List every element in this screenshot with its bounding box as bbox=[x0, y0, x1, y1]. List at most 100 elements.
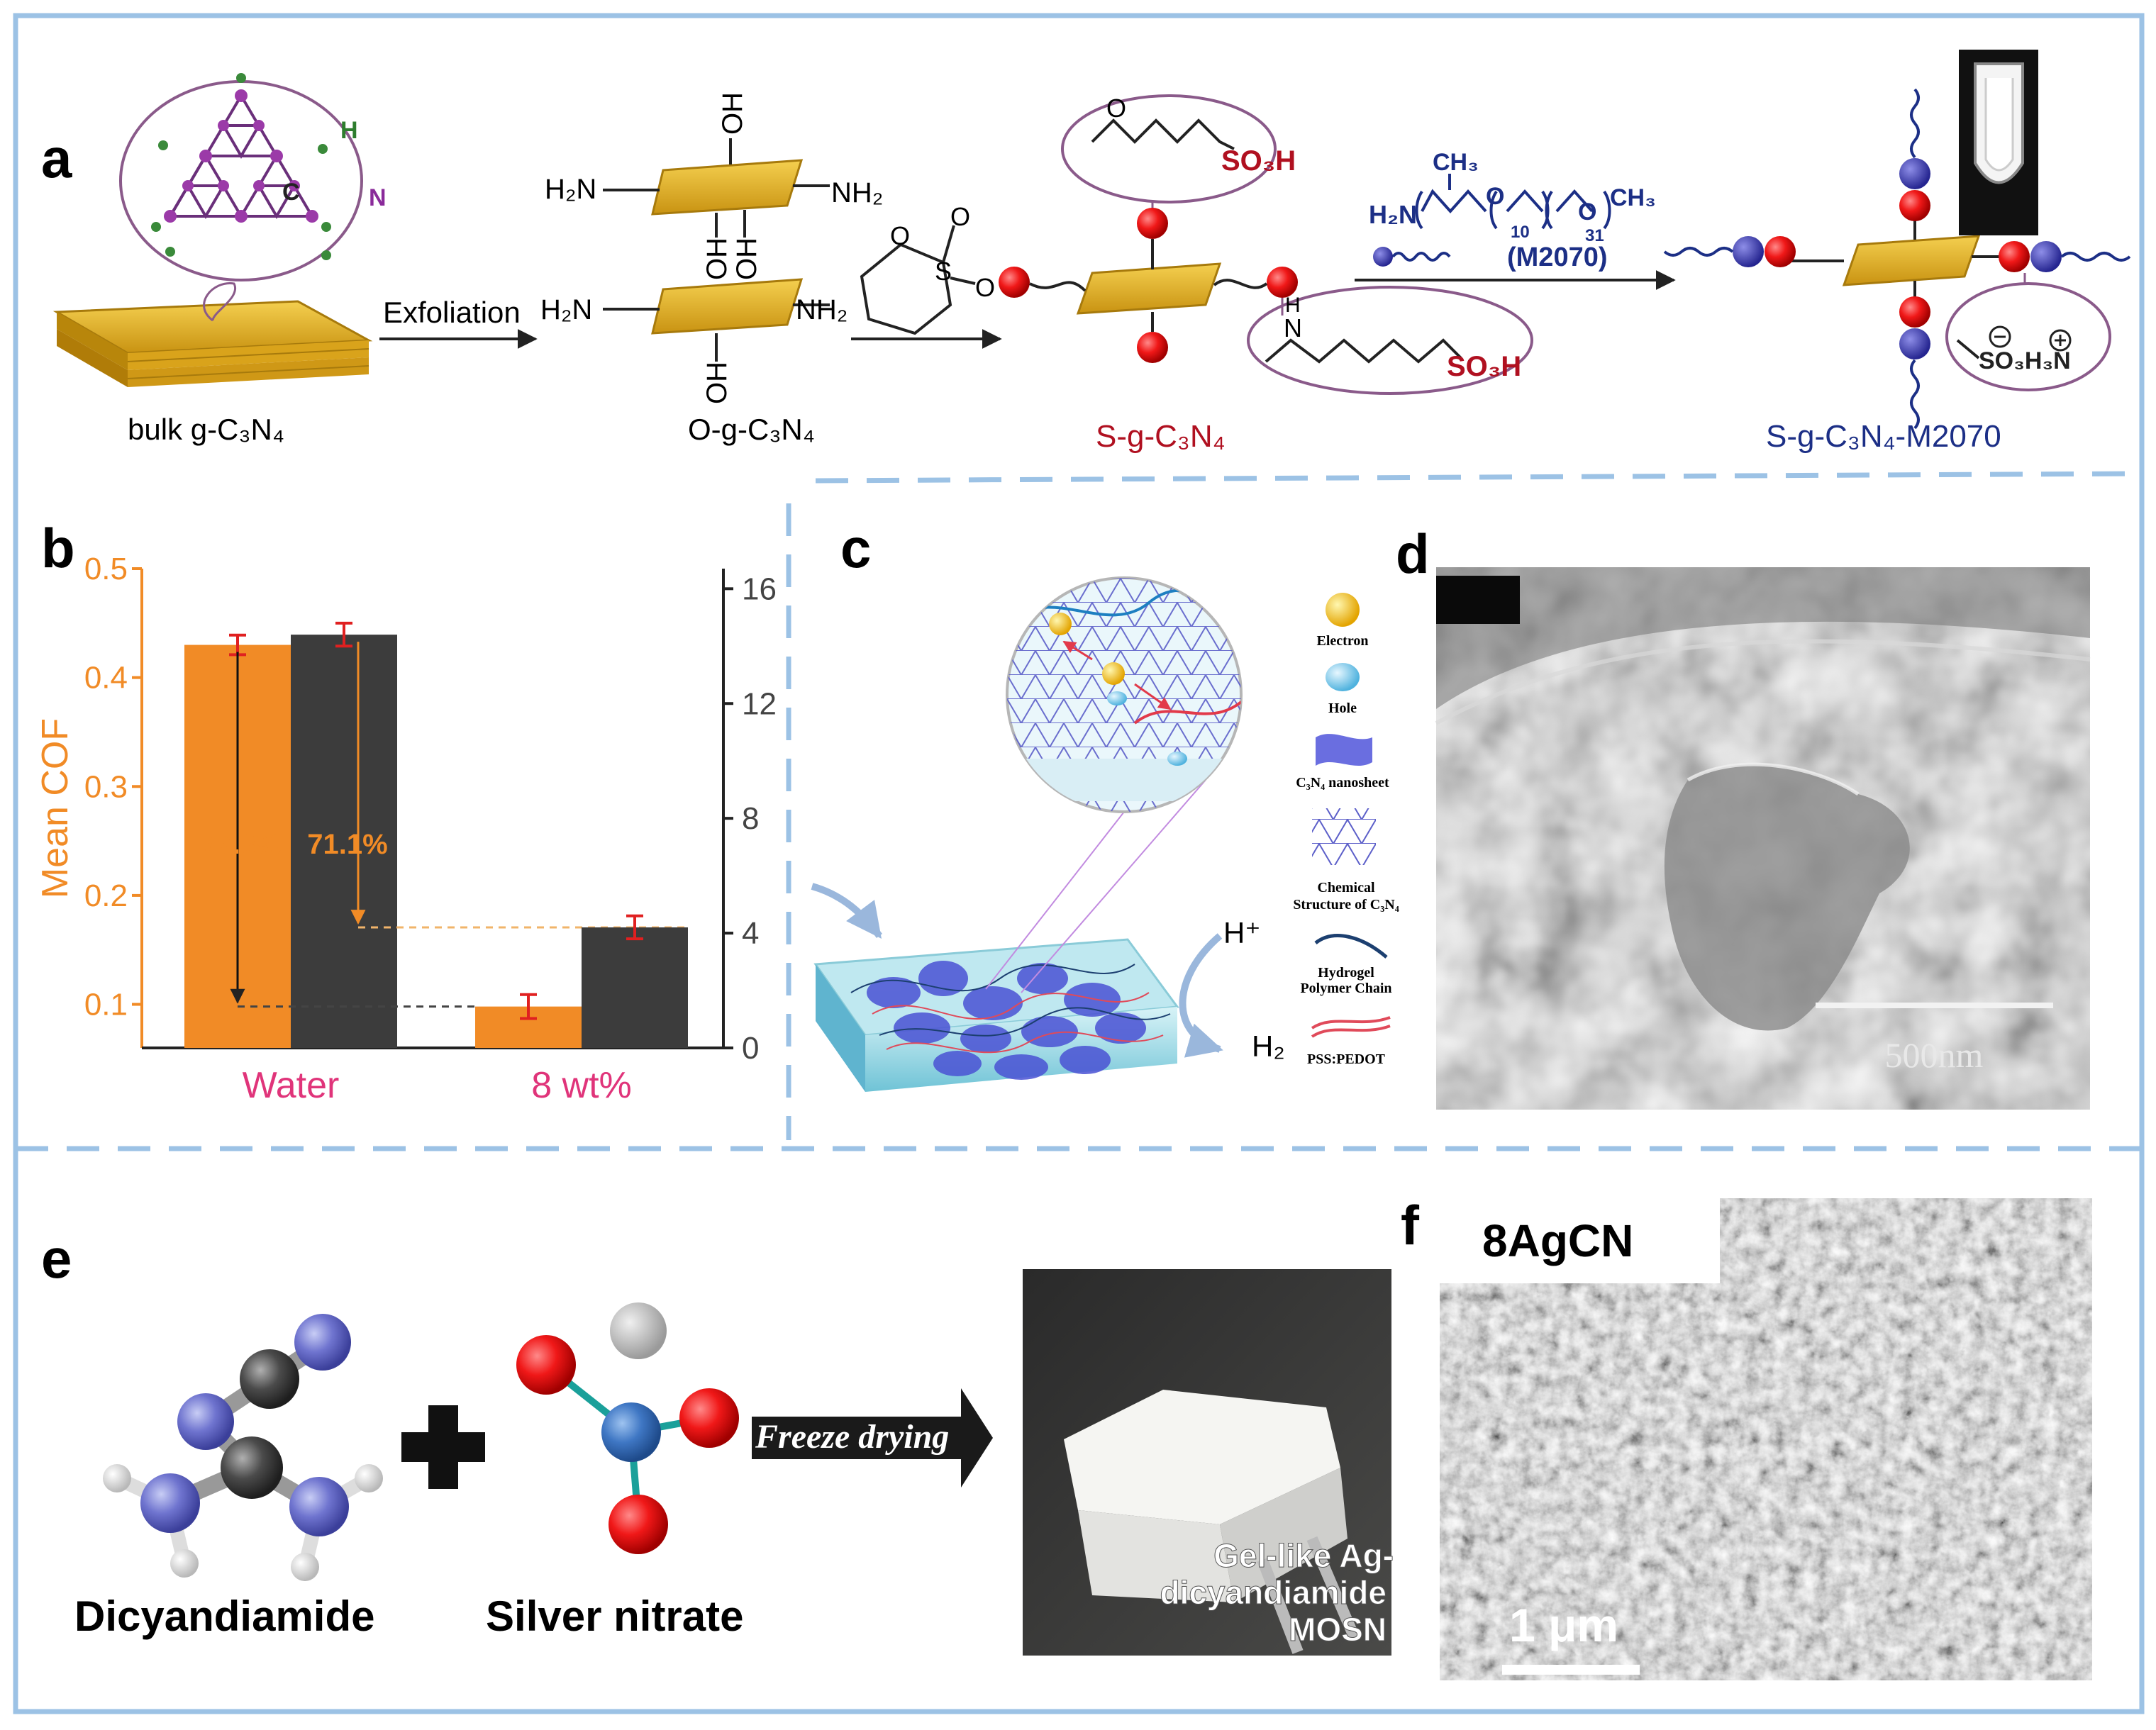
label-h2n-bottom: H₂N bbox=[540, 294, 592, 325]
freeze-drying-arrow: Freeze drying bbox=[752, 1388, 993, 1488]
arrow-hplus bbox=[1179, 933, 1223, 1058]
m2070-sub10: 10 bbox=[1511, 223, 1530, 242]
label-hplus: H⁺ bbox=[1223, 916, 1261, 949]
left-tick-label-4: 0.5 bbox=[84, 552, 128, 586]
label-h2: H₂ bbox=[1252, 1029, 1285, 1063]
legend-hydrogel: Hydrogel bbox=[1318, 965, 1374, 981]
x-tick-label-0: Water bbox=[243, 1065, 340, 1106]
silver-nitrate-molecule bbox=[516, 1302, 739, 1554]
label-gel-line1: Gel-like Ag- bbox=[1213, 1537, 1394, 1574]
hole-icon bbox=[1326, 663, 1360, 691]
sem-d-mask bbox=[1436, 576, 1520, 624]
panel-letter-e: e bbox=[41, 1227, 72, 1290]
label-nh2-top: NH₂ bbox=[831, 177, 883, 208]
propane-sultone bbox=[860, 225, 976, 335]
electron-icon bbox=[1326, 593, 1360, 627]
legend-hole: Hole bbox=[1328, 701, 1357, 716]
panel-c: c bbox=[811, 517, 1399, 1092]
left-tick-label-1: 0.2 bbox=[84, 878, 128, 913]
label-oh-2: OH bbox=[701, 238, 733, 280]
m2070-ch3-a: CH₃ bbox=[1433, 149, 1479, 176]
legend-electron: Electron bbox=[1317, 633, 1369, 649]
vial-photo bbox=[1959, 50, 2038, 235]
label-silver-nitrate: Silver nitrate bbox=[486, 1592, 744, 1640]
pct-label-dark: 71.1% bbox=[307, 829, 387, 860]
right-tick-label-1: 4 bbox=[742, 916, 759, 951]
panel-letter-c: c bbox=[840, 517, 871, 579]
legend-polymer-chain: Polymer Chain bbox=[1300, 981, 1391, 996]
m2070-sub31: 31 bbox=[1585, 226, 1604, 245]
label-gel-line2: dicyandiamide bbox=[1160, 1574, 1387, 1611]
sultone-o: O bbox=[890, 221, 910, 250]
right-tick-label-0: 0 bbox=[742, 1031, 759, 1066]
label-freeze-drying: Freeze drying bbox=[755, 1418, 949, 1456]
panel-d: d 500nm bbox=[1396, 523, 2091, 1110]
errorbar-dark-0 bbox=[335, 621, 352, 648]
legend-nanosheet: C₃N₄ nanosheet bbox=[1296, 775, 1389, 791]
right-tick-label-3: 12 bbox=[742, 686, 777, 721]
hydrogel-block bbox=[813, 938, 1179, 1092]
dicyandiamide-molecule bbox=[103, 1314, 383, 1581]
atom-label-h: H bbox=[340, 117, 358, 144]
panel-letter-d: d bbox=[1396, 523, 1430, 585]
arrow-in bbox=[811, 883, 882, 939]
errorbar-dark-1 bbox=[626, 914, 643, 941]
sultone-o2: O bbox=[950, 202, 970, 231]
heptazine-bubble: H C N bbox=[119, 73, 387, 322]
m2070-reagent: H₂N CH₃ O O CH₃ 10 31 (M2070) bbox=[1355, 149, 1676, 290]
m2070-ch3-b: CH₃ bbox=[1610, 184, 1656, 211]
plus-icon bbox=[401, 1405, 485, 1489]
panel-borders bbox=[13, 13, 2145, 1714]
scale-label-f: 1 μm bbox=[1509, 1599, 1618, 1651]
panel-letter-f: f bbox=[1401, 1194, 1420, 1256]
s-gcn-so3h-top: SO₃H bbox=[1221, 145, 1296, 177]
zoom-lens bbox=[985, 576, 1243, 993]
sultone-o3: O bbox=[975, 273, 995, 302]
s-gcn-so3h-bottom: SO₃H bbox=[1447, 351, 1521, 382]
polymer-chain-icon bbox=[1314, 934, 1388, 959]
x-tick-label-1: 8 wt% bbox=[531, 1065, 632, 1106]
panel-letter-b: b bbox=[41, 517, 75, 579]
legend-structure: Structure of C₃N₄ bbox=[1293, 897, 1399, 913]
legend-chemical: Chemical bbox=[1317, 880, 1375, 895]
panel-a: a bbox=[41, 50, 2131, 454]
label-h2n-top: H₂N bbox=[545, 174, 596, 205]
o-gcn-sheets bbox=[603, 138, 830, 362]
label-oh-3: OH bbox=[731, 238, 762, 280]
mosn-photo: Gel-like Ag- dicyandiamide MOSN bbox=[1023, 1269, 1394, 1656]
panel-c-legend: Electron Hole C₃N₄ nanosheet Chemical St… bbox=[1293, 593, 1399, 1067]
product-so3-h3n: SO₃H₃N bbox=[1979, 347, 2071, 374]
sultone-s: S bbox=[935, 257, 952, 286]
s-gcn-m2070-structure: SO₃H₃N bbox=[1663, 88, 2131, 430]
pss-pedot-icon bbox=[1311, 1016, 1391, 1038]
s-gcn-structure: O SO₃H N H SO₃H bbox=[999, 94, 1533, 395]
bar-dark-0 bbox=[291, 635, 397, 1048]
s-gcn-nh: N bbox=[1284, 313, 1302, 342]
atom-label-n: N bbox=[369, 184, 387, 211]
label-8agcn: 8AgCN bbox=[1482, 1215, 1633, 1266]
s-gcn-o: O bbox=[1106, 94, 1126, 123]
left-tick-label-2: 0.3 bbox=[84, 769, 128, 804]
label-exfoliation: Exfoliation bbox=[383, 296, 521, 329]
chemical-structure-icon bbox=[1312, 808, 1376, 865]
label-gel-line3: MOSN bbox=[1289, 1611, 1387, 1648]
label-s-gcn: S-g-C₃N₄ bbox=[1096, 419, 1226, 454]
pct-label-orange: 77.3% bbox=[201, 829, 281, 860]
label-oh-1: OH bbox=[717, 92, 748, 135]
errorbar-orange-1 bbox=[520, 993, 537, 1020]
panel-f: f 8AgCN 1 μm bbox=[1401, 1194, 2092, 1680]
bar-dark-1 bbox=[582, 927, 688, 1048]
right-tick-label-4: 16 bbox=[742, 571, 777, 606]
m2070-o2: O bbox=[1578, 199, 1596, 225]
label-o-gcn: O-g-C₃N₄ bbox=[688, 413, 815, 446]
atom-label-c: C bbox=[282, 179, 300, 206]
label-nh2-bottom: NH₂ bbox=[796, 294, 848, 325]
label-oh-4: OH bbox=[701, 362, 733, 404]
m2070-h2n: H₂N bbox=[1369, 200, 1417, 229]
label-bulk-gcn: bulk g-C₃N₄ bbox=[128, 413, 284, 446]
panel-letter-a: a bbox=[41, 127, 72, 189]
left-tick-label-0: 0.1 bbox=[84, 988, 128, 1022]
